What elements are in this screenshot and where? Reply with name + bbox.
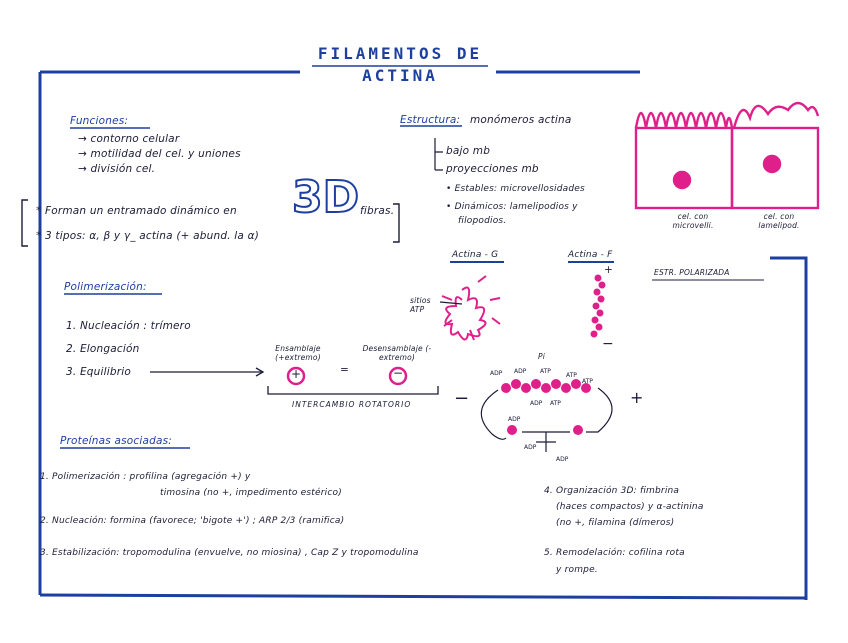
- actina-f-plus: +: [604, 264, 613, 276]
- equals-sign: =: [340, 364, 349, 376]
- bracket-line1: * Forman un entramado dinámico en: [36, 205, 237, 217]
- funciones-heading: Funciones:: [70, 115, 129, 127]
- estructura-heading: Estructura:: [400, 114, 461, 126]
- proteina-item: 3. Estabilización: tropomodulina (envuel…: [40, 548, 419, 558]
- estructura-item: • Estables: microvellosidades: [446, 184, 585, 194]
- sitios-atp-label: sitios ATP: [410, 296, 431, 314]
- cycle-label: ATP: [566, 372, 577, 379]
- cycle-label: ADP: [514, 368, 527, 375]
- cycle-label: ATP: [540, 368, 551, 375]
- cycle-label: ATP: [582, 378, 593, 385]
- cycle-minus: −: [454, 388, 470, 409]
- proteinas-heading: Proteínas asociadas:: [60, 435, 173, 447]
- bracket-fibras: fibras.: [360, 205, 395, 217]
- treadmill-cycle: [480, 379, 613, 452]
- cells-drawing: [634, 101, 820, 210]
- cycle-label: ADP: [556, 456, 569, 463]
- actina-f-minus: −: [602, 336, 614, 352]
- polimerizacion-step: 2. Elongación: [66, 343, 140, 355]
- polimerizacion-step: 3. Equilibrio: [66, 366, 131, 378]
- ensamblaje-label: Ensamblaje (+extremo): [275, 344, 321, 362]
- proteina-item-5: y rompe.: [556, 565, 598, 575]
- cycle-label: ATP: [550, 400, 561, 407]
- polimerizacion-step: 1. Nucleación : trímero: [66, 320, 191, 332]
- estr-polarizada-label: ESTR. POLARIZADA: [654, 268, 730, 277]
- plus-end-icon: +: [291, 367, 302, 381]
- actin-f-filament: [590, 274, 606, 338]
- proteina-item-4: 4. Organización 3D: fimbrina: [544, 486, 680, 496]
- cell-label-left: cel. con microvelli.: [672, 212, 714, 230]
- cycle-label: ADP: [490, 370, 503, 377]
- funcion-item: → motilidad del cel. y uniones: [78, 148, 241, 160]
- proteina-item: 1. Polimerización : profilina (agregació…: [40, 472, 251, 482]
- actina-f-label: Actina - F: [568, 250, 613, 260]
- minus-end-icon: −: [393, 366, 404, 380]
- cycle-label: ADP: [508, 416, 521, 423]
- estructura-item: bajo mb: [446, 145, 491, 157]
- funcion-item: → división cel.: [78, 163, 156, 175]
- actina-g-label: Actina - G: [452, 250, 499, 260]
- title-line2: ACTINA: [362, 66, 438, 85]
- title-line1: FILAMENTOS DE: [317, 44, 483, 63]
- proteina-item: timosina (no +, impedimento estérico): [160, 488, 342, 498]
- estructura-subtitle: monómeros actina: [470, 114, 572, 126]
- intercambio-label: INTERCAMBIO ROTATORIO: [292, 400, 412, 409]
- cycle-label: ADP: [530, 400, 543, 407]
- proteina-item: 2. Nucleación: formina (favorece; 'bigot…: [40, 516, 345, 526]
- polimerizacion-heading: Polimerización:: [64, 281, 147, 293]
- cycle-plus: +: [630, 388, 644, 407]
- proteina-item-4: (no +, filamina (dímeros): [556, 518, 675, 528]
- estructura-item: proyecciones mb: [446, 163, 539, 175]
- estructura-item: filopodios.: [458, 216, 507, 226]
- proteina-item-4: (haces compactos) y α-actinina: [556, 502, 704, 512]
- big-3d-label: 3D: [291, 171, 360, 224]
- proteina-item-5: 5. Remodelación: cofilina rota: [544, 548, 685, 558]
- estructura-item: • Dinámicos: lamelipodios y: [446, 202, 578, 212]
- funcion-item: → contorno celular: [78, 133, 180, 145]
- cycle-pi: Pi: [538, 352, 546, 361]
- desensamblaje-label: Desensamblaje (-extremo): [362, 344, 432, 362]
- cell-label-right: cel. con lamelipod.: [758, 212, 800, 230]
- cycle-label: ADP: [524, 444, 537, 451]
- actin-g-cluster: [441, 275, 501, 341]
- bracket-line2: * 3 tipos: α, β y γ_ actina (+ abund. la…: [36, 230, 260, 242]
